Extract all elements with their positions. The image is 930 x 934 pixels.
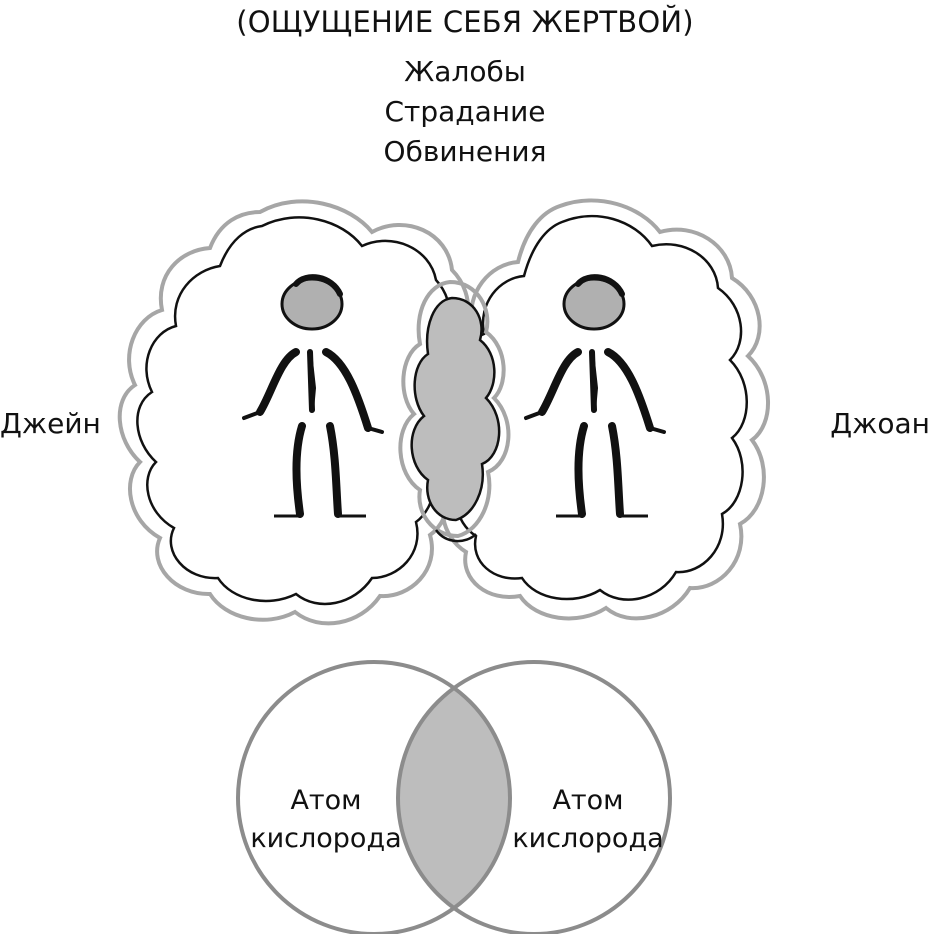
atom-right-line1: Атом [552, 785, 624, 816]
venn-overlap-fill [398, 662, 510, 934]
overlap-fill [410, 296, 501, 522]
reason-suffering: Страдание [384, 95, 546, 128]
reason-complaints: Жалобы [404, 55, 526, 88]
oxygen-venn [236, 660, 672, 934]
atom-right-line2: кислорода [512, 823, 664, 854]
person-figure-right [524, 274, 666, 518]
reason-blame: Обвинения [383, 135, 547, 168]
atom-left-line2: кислорода [250, 823, 402, 854]
person-figure-left [242, 274, 384, 518]
cloud-right-outline [449, 214, 748, 601]
atom-label-left: Атом кислорода [236, 782, 416, 858]
cloud-left [117, 199, 471, 626]
atom-circle-left [236, 660, 512, 934]
atom-left-line1: Атом [290, 785, 362, 816]
person-name-right: Джоан [830, 407, 930, 440]
diagram-title: (ОЩУЩЕНИЕ СЕБЯ ЖЕРТВОЙ) [236, 5, 694, 39]
overlap-tail [434, 529, 477, 543]
person-name-left: Джейн [0, 407, 101, 440]
shared-overlap [398, 279, 511, 543]
overlap-halo [398, 279, 511, 539]
atom-circle-right [396, 660, 672, 934]
cloud-left-halo [117, 199, 471, 626]
cloud-left-outline [136, 216, 452, 606]
atom-label-right: Атом кислорода [498, 782, 678, 858]
